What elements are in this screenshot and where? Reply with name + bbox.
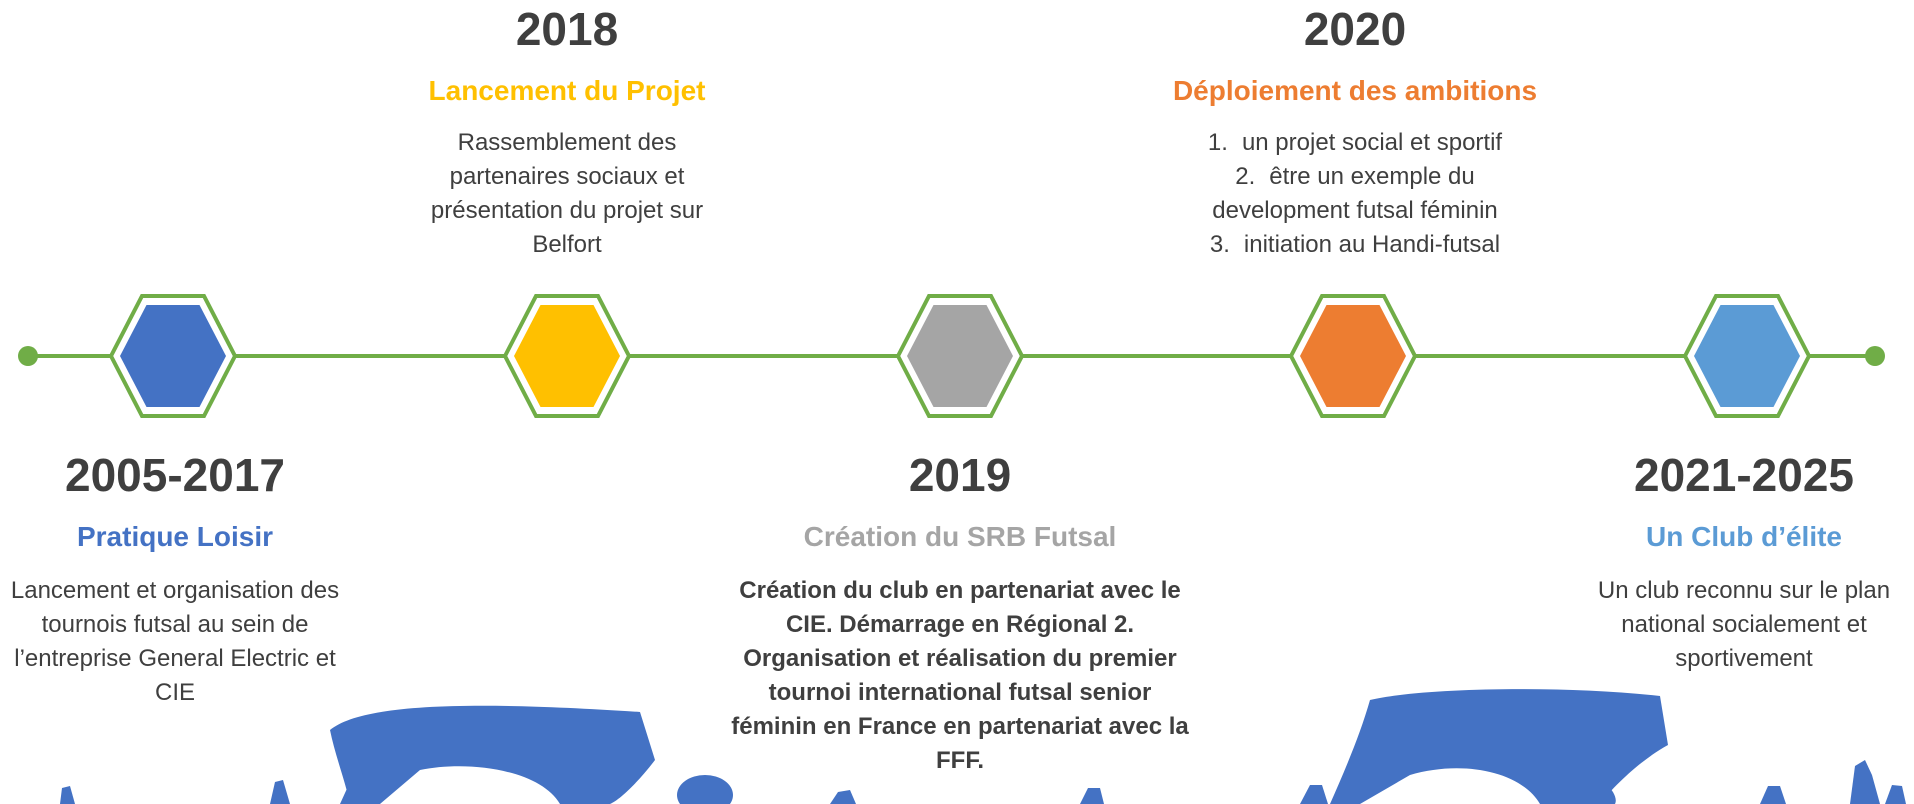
timeline-start-dot — [18, 346, 38, 366]
milestone-year: 2021-2025 — [1634, 449, 1854, 501]
milestone-description: Création du club en partenariat avec le … — [731, 576, 1189, 774]
milestone-2021-2025: 2021-2025 Un Club d’élite Un club reconn… — [1574, 452, 1914, 676]
hexagon-fill — [1300, 305, 1406, 407]
hexagon-fill — [907, 305, 1013, 407]
milestone-hexagon-2019 — [895, 294, 1025, 418]
milestone-title: Déploiement des ambitions — [1172, 75, 1538, 106]
milestone-2005-2017: 2005-2017 Pratique Loisir Lancement et o… — [3, 452, 347, 710]
milestone-description: Un club reconnu sur le plan national soc… — [1597, 576, 1891, 672]
crowd-silhouette-left — [60, 705, 856, 804]
milestone-title: Création du SRB Futsal — [803, 521, 1117, 552]
milestone-hexagon-2018 — [502, 294, 632, 418]
milestone-hexagon-2020 — [1288, 294, 1418, 418]
milestone-title: Un Club d’élite — [1646, 521, 1842, 552]
hexagon-fill — [514, 305, 620, 407]
milestone-year: 2019 — [908, 449, 1012, 501]
milestone-hexagon-2021-2025 — [1682, 294, 1812, 418]
list-item: 3.initiation au Handi-futsal — [1209, 230, 1501, 258]
hexagon-fill — [120, 305, 226, 407]
hexagon-fill — [1694, 305, 1800, 407]
milestone-year: 2020 — [1303, 3, 1407, 55]
milestone-2019: 2019 Création du SRB Futsal Création du … — [720, 452, 1200, 778]
milestone-title: Pratique Loisir — [76, 521, 274, 552]
milestone-2020: 2020 Déploiement des ambitions 1.un proj… — [1120, 6, 1590, 262]
milestone-description: Rassemblement des partenaires sociaux et… — [430, 128, 704, 258]
milestone-2018: 2018 Lancement du Projet Rassemblement d… — [397, 6, 737, 262]
list-item: 1.un projet social et sportif — [1207, 128, 1503, 156]
milestone-title: Lancement du Projet — [428, 75, 706, 106]
list-item: 2.être un exemple du development futsal … — [1212, 162, 1498, 224]
milestone-description: Lancement et organisation des tournois f… — [10, 576, 340, 706]
milestone-year: 2005-2017 — [65, 449, 285, 501]
ambitions-list: 1.un projet social et sportif 2.être un … — [1120, 126, 1590, 262]
timeline-end-dot — [1865, 346, 1885, 366]
milestone-hexagon-2005-2017 — [108, 294, 238, 418]
crowd-silhouette-right — [1080, 689, 1906, 804]
milestone-year: 2018 — [515, 3, 619, 55]
